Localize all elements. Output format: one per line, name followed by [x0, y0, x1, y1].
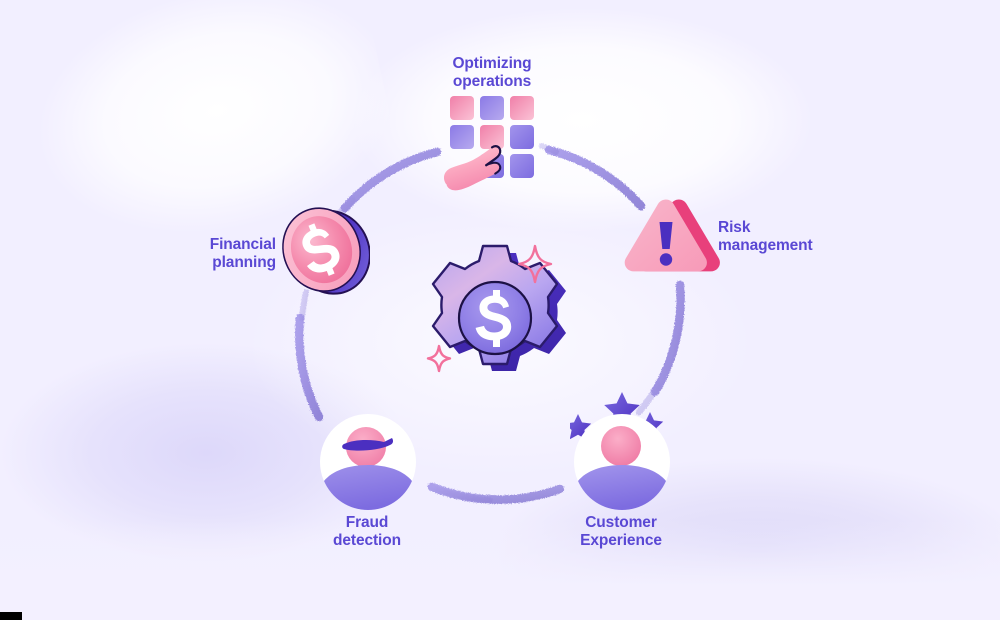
node-label-risk-management: Risk management [718, 219, 813, 254]
corner-mark [0, 612, 22, 620]
node-label-financial-planning: Financial planning [209, 236, 276, 271]
masked-user-icon [318, 412, 418, 512]
dollar-coin-icon [278, 198, 371, 298]
warning-triangle-icon [612, 196, 722, 288]
sparkle-icon [426, 244, 553, 373]
node-label-customer-experience: Customer Experience [580, 514, 662, 549]
user-stars-icon [564, 388, 674, 512]
grid-hand-icon [443, 92, 544, 192]
node-label-fraud-detection: Fraud detection [333, 514, 401, 549]
node-label-optimizing-operations: Optimizing operations [452, 55, 532, 90]
center-gear-icon [405, 228, 595, 403]
